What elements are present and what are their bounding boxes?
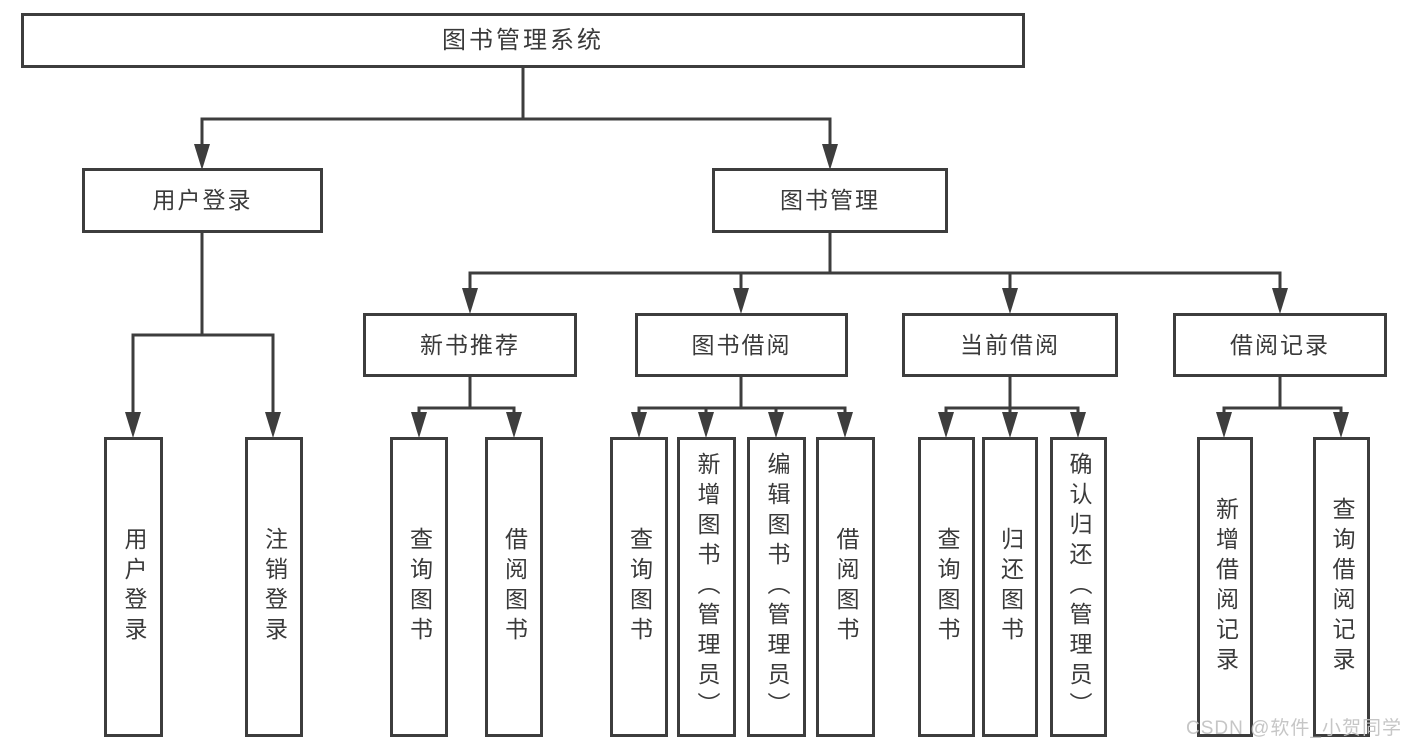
leaf-return-book: 归还图书	[982, 437, 1038, 737]
leaf-query-borrow-record: 查询借阅记录	[1313, 437, 1370, 737]
leaf-confirm-return-admin: 确认归还（管理员）	[1050, 437, 1107, 737]
node-current-borrow: 当前借阅	[902, 313, 1118, 377]
leaf-borrow-books-recommend: 借阅图书	[485, 437, 543, 737]
connector-borrow-records	[1216, 377, 1349, 438]
node-book-management: 图书管理	[712, 168, 948, 233]
leaf-add-book-admin: 新增图书（管理员）	[677, 437, 736, 737]
leaf-query-books-recommend: 查询图书	[390, 437, 448, 737]
connector-new-book-recommend	[411, 377, 522, 438]
leaf-add-borrow-record: 新增借阅记录	[1197, 437, 1253, 737]
leaf-query-books-borrow: 查询图书	[610, 437, 668, 737]
node-borrow-records: 借阅记录	[1173, 313, 1387, 377]
connector-book-management	[462, 232, 1288, 314]
leaf-edit-book-admin: 编辑图书（管理员）	[747, 437, 806, 737]
node-new-book-recommend: 新书推荐	[363, 313, 577, 377]
leaf-borrow-books: 借阅图书	[816, 437, 875, 737]
connector-user-login	[125, 233, 281, 438]
node-book-borrow: 图书借阅	[635, 313, 848, 377]
connector-book-borrow	[631, 377, 853, 438]
watermark: CSDN @软件_小贺同学	[1186, 718, 1402, 739]
leaf-user-login: 用户登录	[104, 437, 163, 737]
leaf-query-books-current: 查询图书	[918, 437, 975, 737]
leaf-logout: 注销登录	[245, 437, 303, 737]
connector-current-borrow	[938, 377, 1086, 438]
node-user-login: 用户登录	[82, 168, 323, 233]
connector-root	[194, 68, 838, 170]
node-root: 图书管理系统	[21, 13, 1025, 68]
